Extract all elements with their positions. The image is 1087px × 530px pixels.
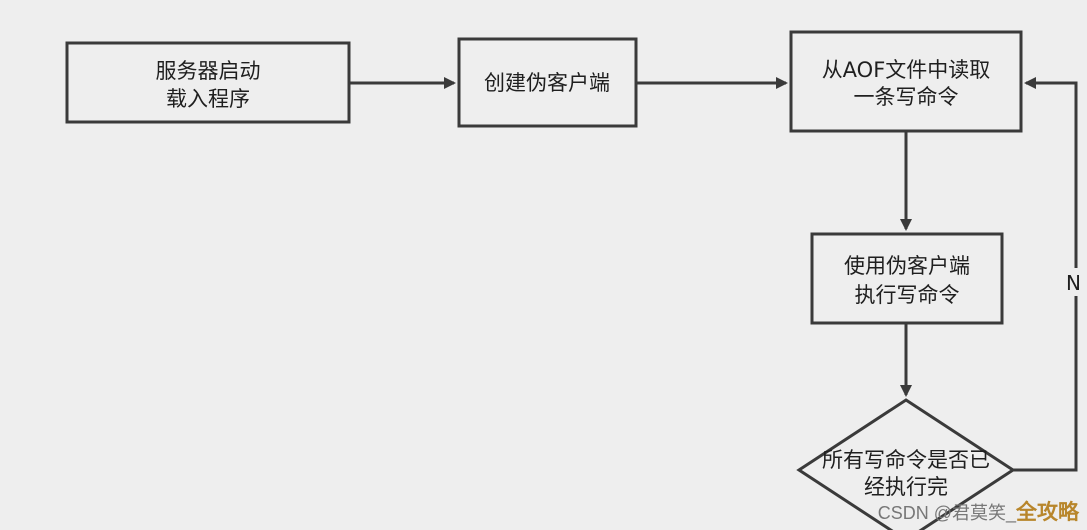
node-create-client-line1: 创建伪客户端 (484, 71, 610, 95)
node-decision-line2: 经执行完 (864, 475, 948, 499)
node-start-line2: 载入程序 (166, 87, 250, 111)
node-decision: 所有写命令是否已 经执行完 (796, 398, 1016, 530)
watermark: CSDN @君莫笑_全攻略 (878, 496, 1079, 526)
node-read-command-line2: 一条写命令 (854, 85, 959, 109)
node-execute-command-line2: 执行写命令 (855, 283, 960, 307)
node-create-client: 创建伪客户端 (457, 37, 638, 128)
node-start: 服务器启动 载入程序 (65, 41, 351, 124)
loop-label: N (1066, 271, 1081, 295)
node-start-line1: 服务器启动 (156, 59, 261, 83)
watermark-text: CSDN @君莫笑_ (877, 503, 1016, 523)
node-read-command-line1: 从AOF文件中读取 (822, 58, 991, 82)
node-execute-command-line1: 使用伪客户端 (844, 254, 970, 278)
node-decision-line1: 所有写命令是否已 (822, 448, 990, 472)
node-execute-command: 使用伪客户端 执行写命令 (810, 232, 1004, 325)
watermark-brand: 全攻略 (1016, 501, 1079, 524)
loop-label-background (1063, 268, 1087, 296)
node-read-command: 从AOF文件中读取 一条写命令 (789, 30, 1023, 133)
